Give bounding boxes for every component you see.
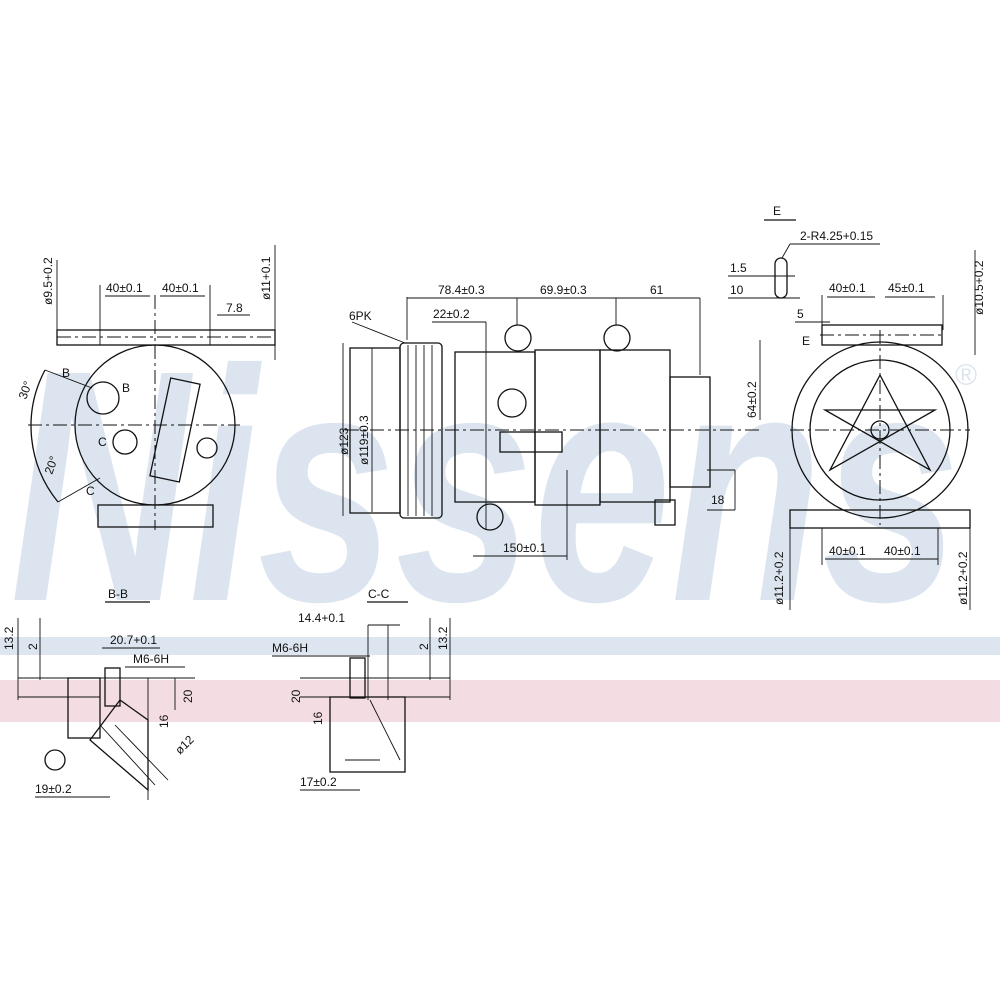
dim-18: 18	[711, 493, 725, 507]
dim-78-4: 78.4±0.3	[438, 283, 485, 297]
dim-e-40-top: 40±0.1	[829, 281, 866, 295]
dim-sbb-13-2: 13.2	[2, 626, 16, 650]
dim-sbb-16: 16	[157, 714, 171, 728]
dim-bb-angle-20: 20°	[42, 454, 61, 476]
registered-mark: ®	[955, 359, 977, 392]
dim-dia-119: ø119±0.3	[357, 415, 371, 465]
dim-150: 150±0.1	[503, 541, 547, 555]
dim-bb-dia-9-5: ø9.5+0.2	[41, 257, 55, 305]
rear-view-e	[728, 219, 976, 610]
view-title-e: E	[773, 204, 781, 218]
dim-64: 64±0.2	[745, 381, 759, 418]
label-b-1: B	[62, 366, 70, 380]
dim-scc-20: 20	[289, 689, 303, 703]
dim-10: 10	[730, 283, 744, 297]
dim-sbb-m6: M6-6H	[133, 652, 169, 666]
dim-bb-angle-30: 30°	[16, 379, 35, 401]
dim-dia-123: ø123	[337, 427, 351, 455]
front-view-bb	[28, 245, 276, 603]
view-title-bb: B-B	[108, 587, 128, 601]
dim-e-dia-11-2-left: ø11.2+0.2	[772, 551, 786, 605]
label-e: E	[802, 334, 810, 348]
dim-bb-40-left: 40±0.1	[106, 281, 143, 295]
belt-label-6pk: 6PK	[349, 309, 372, 323]
dim-sbb-20: 20	[181, 689, 195, 703]
dim-sbb-2: 2	[26, 643, 40, 650]
dim-e-40-bottom-right: 40±0.1	[884, 544, 921, 558]
dim-scc-m6: M6-6H	[272, 641, 308, 655]
dim-e-dia-11-2-right: ø11.2+0.2	[956, 551, 970, 605]
dim-scc-13-2: 13.2	[436, 626, 450, 650]
dim-e-5: 5	[797, 307, 804, 321]
dim-69-9: 69.9±0.3	[540, 283, 587, 297]
dim-r4-25: 2-R4.25+0.15	[800, 229, 873, 243]
dim-sbb-20-7: 20.7+0.1	[110, 633, 157, 647]
dim-scc-17: 17±0.2	[300, 775, 337, 789]
dim-bb-dia-11: ø11+0.1	[259, 256, 273, 300]
dim-22: 22±0.2	[433, 307, 470, 321]
dim-bb-7-8: 7.8	[226, 301, 243, 315]
pink-band	[0, 680, 1000, 722]
dim-scc-2: 2	[417, 643, 431, 650]
dim-e-dia-10-5: ø10.5+0.2	[972, 260, 986, 315]
watermark-logo: Nissens	[10, 301, 960, 670]
dim-scc-14-4: 14.4+0.1	[298, 611, 345, 625]
dim-e-40-bottom-left: 40±0.1	[829, 544, 866, 558]
dim-1-5: 1.5	[730, 261, 747, 275]
dim-sbb-dia-12: ø12	[172, 732, 197, 757]
dim-e-45-top: 45±0.1	[888, 281, 925, 295]
dim-bb-40-right: 40±0.1	[162, 281, 199, 295]
dim-sbb-19: 19±0.2	[35, 782, 72, 796]
label-b-2: B	[122, 381, 130, 395]
label-c-1: C	[98, 435, 107, 449]
side-view-compressor	[342, 297, 761, 560]
dim-scc-16: 16	[311, 711, 325, 725]
label-c-2: C	[86, 484, 95, 498]
section-bb	[17, 618, 195, 800]
view-title-cc: C-C	[368, 587, 390, 601]
blue-band	[0, 637, 1000, 655]
dim-61: 61	[650, 283, 664, 297]
section-cc	[272, 618, 451, 791]
